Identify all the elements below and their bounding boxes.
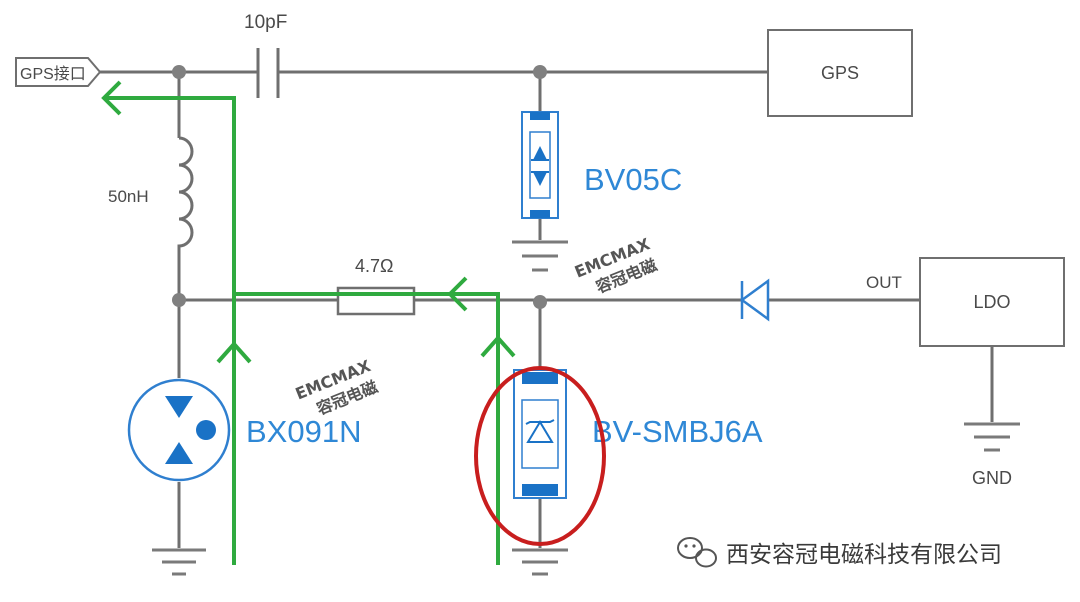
gdt-bx091n-icon [127,378,231,482]
junction-dot [172,293,186,307]
gps-port-connector: GPS接口 [15,57,102,87]
credit-text: 西安容冠电磁科技有限公司 [726,542,1002,568]
current-path [101,80,516,565]
capacitor-label: 10pF [244,12,287,33]
ground-icon [152,548,206,576]
junction-dot [172,65,186,79]
gdt-bx091n-label: BX091N [246,414,361,449]
highlight-circle [474,366,606,546]
junctions [172,65,547,309]
ground-icon [964,422,1020,452]
junction-dot [533,295,547,309]
tvs-bv05c-label: BV05C [584,162,682,197]
tvs-smbj6a-icon [513,369,567,499]
junction-dot [533,65,547,79]
arrow-left-icon [101,80,122,116]
out-label: OUT [866,273,902,292]
gps-module-box: GPS [767,29,913,117]
gps-box-label: GPS [821,63,859,83]
capacitor: 10pF [244,12,287,98]
arrow-up-icon [480,334,516,358]
tvs-smbj6a-label: BV-SMBJ6A [592,414,763,449]
ldo-box-label: LDO [973,292,1010,312]
watermark: EMCMAX 容冠电磁 [572,234,660,297]
arrow-up-icon [216,340,252,364]
gps-port-label: GPS接口 [20,65,86,83]
gnd-label: GND [972,468,1012,488]
inductor-label: 50nH [108,187,149,206]
tvs-bv05c-icon [521,111,559,219]
ground-icon [512,240,568,272]
inductor: 50nH [108,136,194,252]
resistor-label: 4.7Ω [355,256,393,276]
diode-icon [739,278,770,322]
wechat-icon [677,537,717,568]
resistor: 4.7Ω [336,256,416,316]
arrow-left-icon [447,276,468,312]
current-path-right [234,292,500,565]
current-path-left [104,96,236,565]
wires [100,70,994,548]
ground-icon [512,548,568,576]
ldo-box: LDO OUT [866,257,1065,347]
